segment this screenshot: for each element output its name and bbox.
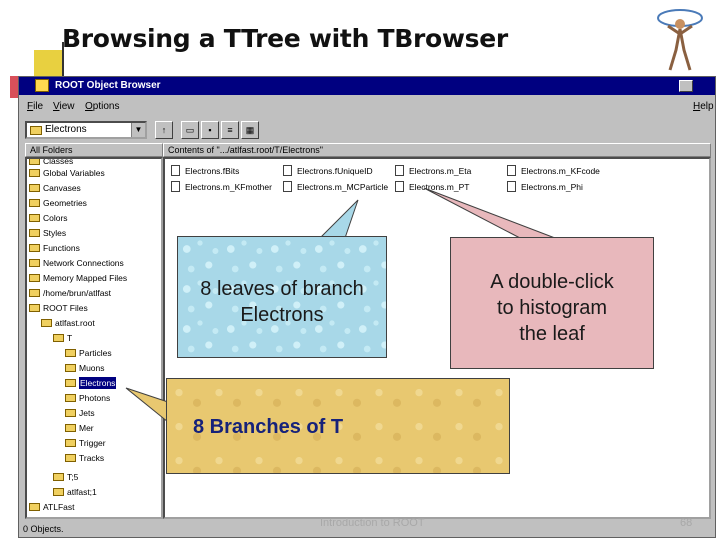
- menu-file[interactable]: File: [27, 101, 44, 112]
- folder-icon: [65, 379, 76, 387]
- details-view-button[interactable]: ▦: [241, 121, 259, 139]
- folder-icon: [29, 503, 40, 511]
- slide-title: Browsing a TTree with TBrowser: [62, 24, 508, 53]
- chevron-down-icon[interactable]: ▼: [131, 123, 145, 137]
- folder-icon: [65, 409, 76, 417]
- leaf-icon: [171, 165, 180, 176]
- folder-icon: [41, 319, 52, 327]
- folder-icon: [53, 473, 64, 481]
- folder-icon: [65, 424, 76, 432]
- folder-icon: [65, 364, 76, 372]
- folder-icon: [29, 304, 40, 312]
- folder-icon: [29, 159, 40, 165]
- dblclick-callout: A double-click to histogram the leaf: [450, 237, 654, 369]
- folder-icon: [53, 488, 64, 496]
- menu-view[interactable]: View: [53, 101, 75, 112]
- leaves-callout: 8 leaves of branch Electrons: [177, 236, 387, 358]
- folder-icon: [29, 289, 40, 297]
- decor-line: [62, 42, 64, 76]
- small-icons-button[interactable]: ▪: [201, 121, 219, 139]
- list-view-button[interactable]: ≡: [221, 121, 239, 139]
- contents-header: Contents of ".../atlfast.root/T/Electron…: [163, 143, 711, 157]
- leaves-callout-line2: Electrons: [240, 304, 324, 326]
- window-title: ROOT Object Browser: [55, 80, 161, 91]
- large-icons-button[interactable]: ▭: [181, 121, 199, 139]
- up-folder-button[interactable]: ↑: [155, 121, 173, 139]
- leaves-callout-line1: 8 leaves of branch: [200, 278, 364, 300]
- toolbar: Electrons ▼ ↑ ▭ ▪ ≡ ▦: [19, 117, 715, 143]
- menu-options[interactable]: Options: [85, 101, 120, 112]
- leaf-icon: [507, 181, 516, 192]
- folder-icon: [65, 394, 76, 402]
- menubar: File View Options Help: [19, 96, 715, 116]
- folder-tree[interactable]: Classes Global Variables Canvases Geomet…: [25, 157, 163, 519]
- leaf-icon: [171, 181, 180, 192]
- page-number: 68: [680, 517, 693, 529]
- branches-callout: 8 Branches of T: [166, 378, 510, 474]
- folders-header: All Folders: [25, 143, 163, 157]
- dropdown-value: Electrons: [45, 124, 87, 135]
- folder-icon: [65, 349, 76, 357]
- selected-item: Electrons: [79, 377, 117, 389]
- folder-icon: [29, 274, 40, 282]
- folder-icon: [29, 169, 40, 177]
- status-bar: 0 Objects.: [23, 524, 64, 534]
- dblclick-callout-line1: A double-click: [490, 271, 614, 293]
- folder-icon: [65, 439, 76, 447]
- dblclick-callout-line3: the leaf: [519, 323, 585, 345]
- leaf-icon: [283, 181, 292, 192]
- branches-callout-text: 8 Branches of T: [193, 416, 344, 438]
- leaf-icon: [283, 165, 292, 176]
- folder-icon: [53, 334, 64, 342]
- location-dropdown[interactable]: Electrons ▼: [25, 121, 147, 139]
- close-button[interactable]: [679, 80, 693, 92]
- folder-icon: [30, 126, 42, 135]
- folder-icon: [29, 259, 40, 267]
- leaf-icon: [395, 165, 404, 176]
- leaf-icon: [507, 165, 516, 176]
- folder-icon: [29, 184, 40, 192]
- folder-icon: [29, 244, 40, 252]
- leaf-icon: [395, 181, 404, 192]
- root-logo-icon: [657, 9, 703, 71]
- menu-help[interactable]: Help: [693, 101, 714, 112]
- folder-icon: [29, 199, 40, 207]
- window-titlebar[interactable]: ROOT Object Browser: [19, 77, 715, 95]
- footer-text: Introduction to ROOT: [320, 517, 425, 529]
- decor-yellow-square: [34, 50, 62, 76]
- folder-icon: [29, 229, 40, 237]
- dblclick-callout-line2: to histogram: [496, 297, 608, 319]
- app-icon: [35, 79, 49, 92]
- folder-icon: [29, 214, 40, 222]
- folder-icon: [65, 454, 76, 462]
